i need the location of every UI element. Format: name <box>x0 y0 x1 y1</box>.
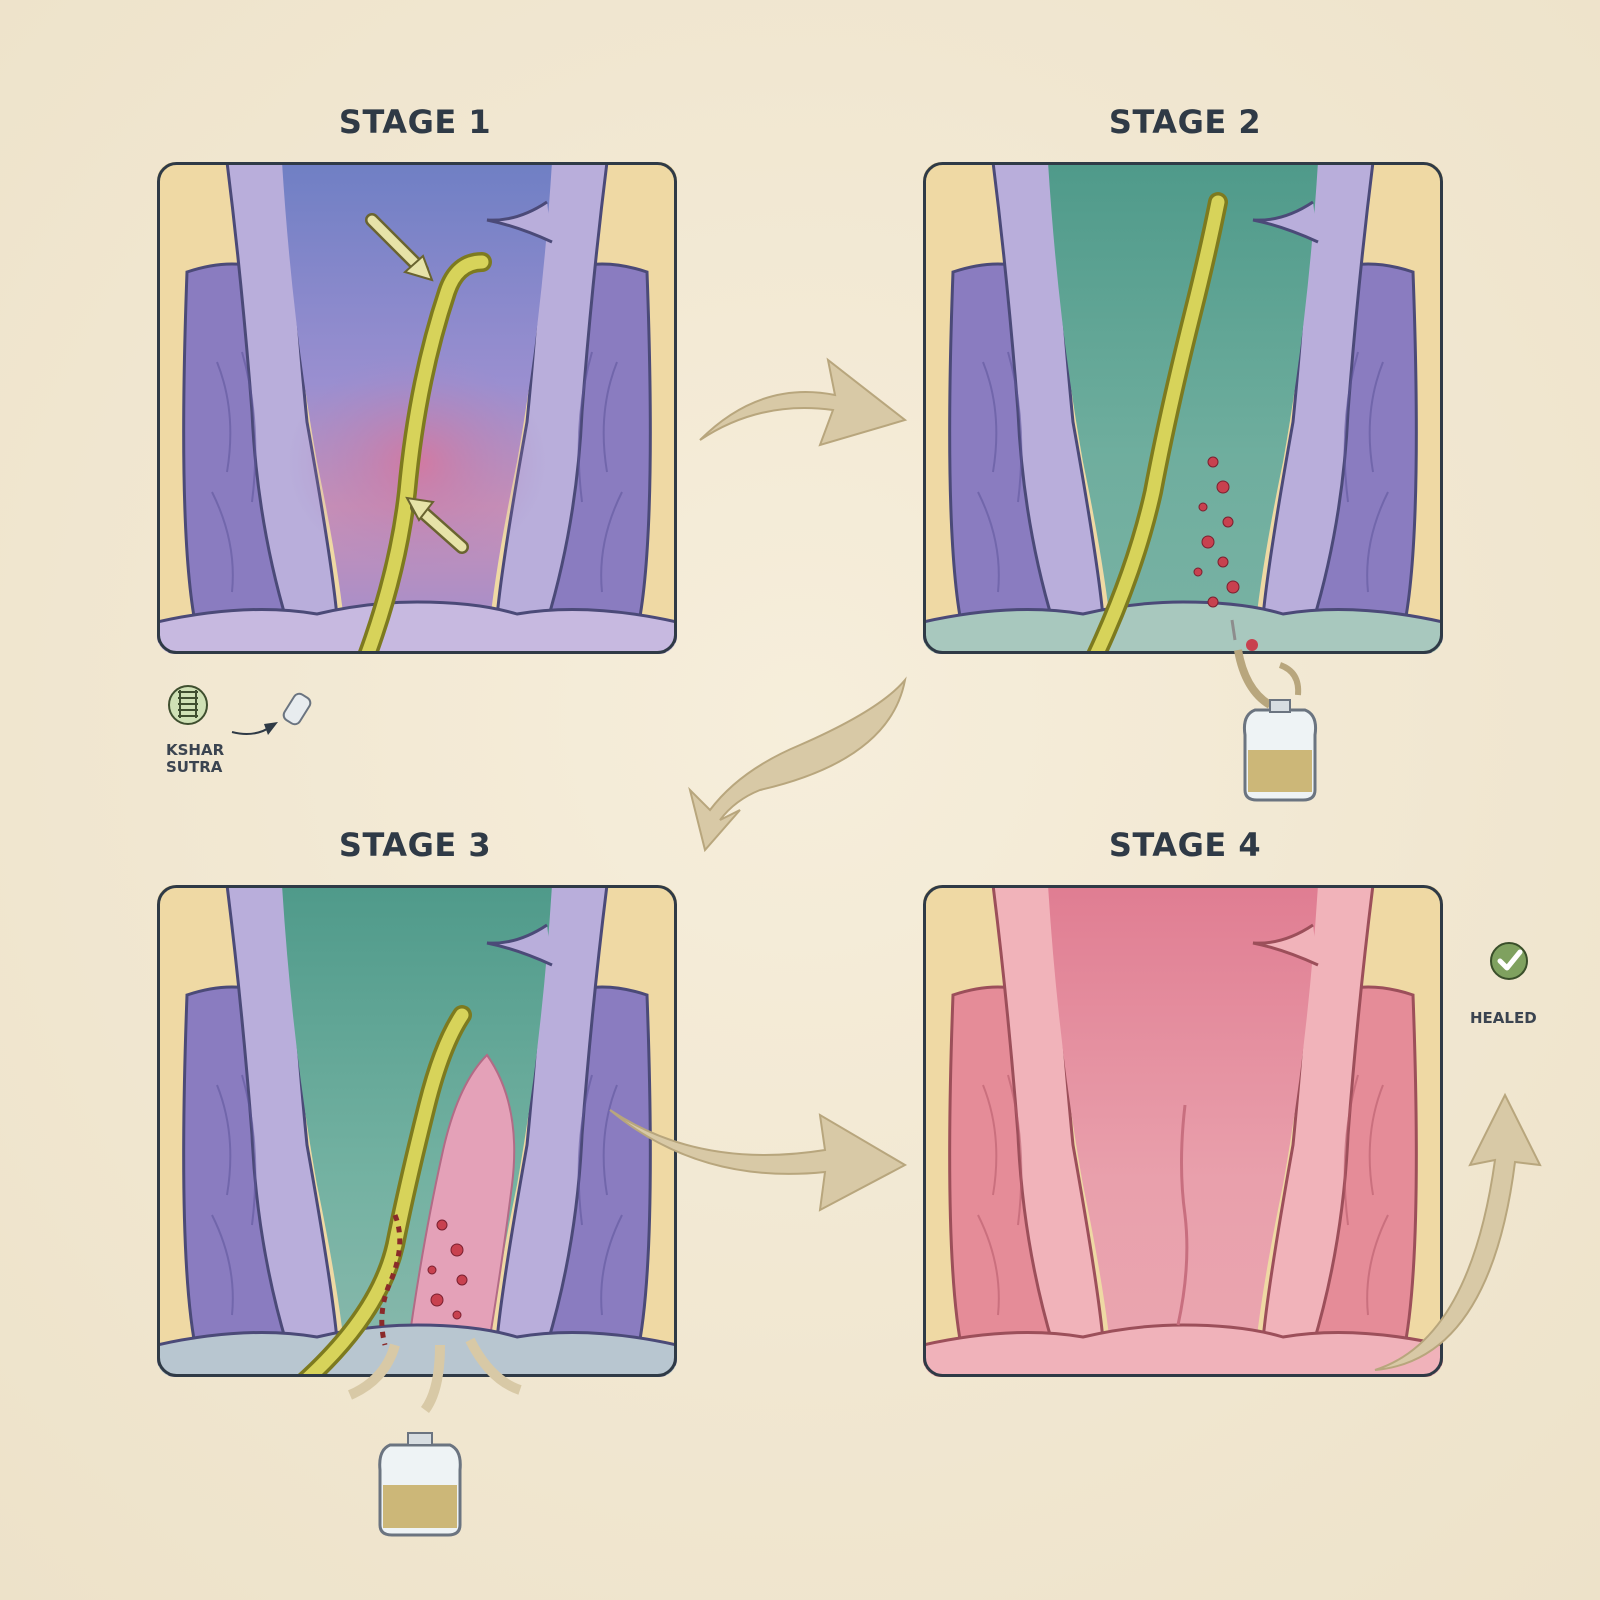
kshar-sutra-icon <box>168 685 208 725</box>
stage-2-frame <box>923 162 1443 654</box>
perianal-skin <box>157 1323 677 1377</box>
healed-check-icon <box>1490 942 1528 980</box>
stage-2-title: STAGE 2 <box>1108 103 1262 141</box>
muscle-striations <box>977 1074 1389 1316</box>
stage-4-panel <box>923 885 1443 1377</box>
stage-1-panel <box>157 162 677 654</box>
arrow-stage-1-to-2 <box>699 357 908 447</box>
rectal-fold <box>1252 923 1319 967</box>
rectal-fold <box>1252 200 1319 244</box>
healed-label: HEALED <box>1470 1009 1537 1027</box>
stage-1-title: STAGE 1 <box>338 103 492 141</box>
pus-particles <box>427 1219 468 1320</box>
kshar-sutra-thread <box>270 1008 469 1377</box>
stage-3-illustration <box>157 885 677 1377</box>
stage-1-illustration <box>157 162 677 654</box>
rectal-fold <box>486 200 553 244</box>
stage-4-illustration <box>923 885 1443 1377</box>
kshar-sutra-thread <box>350 255 489 654</box>
stage-2-panel <box>923 162 1443 654</box>
rectal-lumen <box>1048 162 1318 654</box>
drainage-bottle-2 <box>1243 699 1317 802</box>
perianal-skin <box>923 1323 1443 1377</box>
stage-2-drainage <box>1230 619 1317 802</box>
stage-4-title: STAGE 4 <box>1108 826 1262 864</box>
rectal-fold <box>486 923 553 967</box>
stage-3-title: STAGE 3 <box>338 826 492 864</box>
sutra-label: SUTRA <box>166 758 223 776</box>
stage-2-illustration <box>923 162 1443 654</box>
healed-scar <box>1176 1104 1189 1326</box>
arrow-to-healed <box>1374 1092 1542 1371</box>
flow-arrows <box>609 357 1542 1371</box>
perianal-skin <box>157 600 677 654</box>
sutra-end-cap <box>282 692 312 726</box>
stage-3-panel <box>157 885 677 1377</box>
perianal-skin <box>923 600 1443 654</box>
arrow-stage-3-to-4 <box>609 1109 908 1212</box>
stage-3-frame <box>157 885 677 1377</box>
stage-4-frame <box>923 885 1443 1377</box>
drainage-bottle-3 <box>378 1432 462 1537</box>
muscle-striations <box>211 1074 623 1316</box>
kshar-sutra-label: KSHAR SUTRA <box>166 742 224 776</box>
cutting-track <box>379 1214 403 1346</box>
insertion-arrows <box>365 213 469 554</box>
kshar-label: KSHAR <box>166 741 225 759</box>
kshar-sutra-thread <box>1076 195 1225 654</box>
arrow-stage-2-to-3 <box>688 676 907 853</box>
stage-3-drainage <box>347 1337 522 1537</box>
pus-particles <box>1193 456 1240 608</box>
muscle-striations <box>977 351 1389 593</box>
kshar-sutra-pointer <box>231 722 278 735</box>
stage-1-frame <box>157 162 677 654</box>
muscle-striations <box>211 351 623 593</box>
